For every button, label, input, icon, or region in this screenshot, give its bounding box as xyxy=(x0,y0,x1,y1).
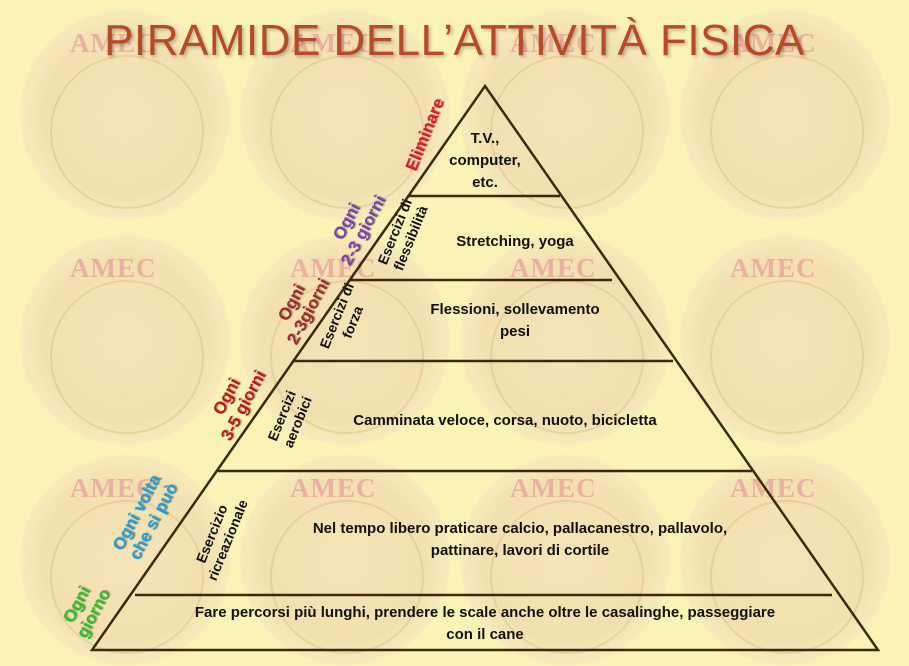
watermark-text: AMEC xyxy=(290,253,377,283)
watermark-tile: AMEC xyxy=(240,455,450,665)
watermark-text: AMEC xyxy=(290,28,377,58)
level-5-description: Fare percorsi più lunghi, prendere le sc… xyxy=(145,602,825,646)
vitruvian-figure-icon xyxy=(710,280,864,434)
vitruvian-figure-icon xyxy=(50,55,204,209)
watermark-tile: AMEC xyxy=(680,455,890,665)
level-0-line-3: etc. xyxy=(472,174,498,191)
level-2-description: Flessioni, sollevamento pesi xyxy=(400,299,630,343)
level-1-description: Stretching, yoga xyxy=(456,233,574,250)
vitruvian-figure-icon xyxy=(710,500,864,654)
watermark-tile: AMEC xyxy=(20,10,230,220)
pyramid-outline xyxy=(89,83,881,652)
watermark-text: AMEC xyxy=(730,253,817,283)
vitruvian-figure-icon xyxy=(50,280,204,434)
vitruvian-figure-icon xyxy=(270,55,424,209)
level-2-line-2: pesi xyxy=(499,323,530,340)
watermark-text: AMEC xyxy=(70,473,157,503)
watermark-tile: AMEC xyxy=(20,455,230,665)
level-4-line-2: pattinare, lavori di cortile xyxy=(430,542,610,559)
watermark-tile: AMEC xyxy=(680,235,890,445)
vitruvian-figure-icon xyxy=(490,55,644,209)
watermark-text: AMEC xyxy=(70,28,157,58)
watermark-tile: AMEC xyxy=(460,455,670,665)
watermark-text: AMEC xyxy=(70,253,157,283)
watermark-tile: AMEC xyxy=(680,10,890,220)
level-0-line-2: computer, xyxy=(449,152,521,169)
vitruvian-figure-icon xyxy=(710,55,864,209)
watermark-text: AMEC xyxy=(510,253,597,283)
watermark-text: AMEC xyxy=(510,473,597,503)
watermark-tile: AMEC xyxy=(460,235,670,445)
level-3-description: Camminata veloce, corsa, nuoto, biciclet… xyxy=(353,412,657,429)
vitruvian-figure-icon xyxy=(270,280,424,434)
vitruvian-figure-icon xyxy=(270,500,424,654)
watermark-tile: AMEC xyxy=(460,10,670,220)
vitruvian-figure-icon xyxy=(50,500,204,654)
watermark-tile: AMEC xyxy=(20,235,230,445)
level-2-line-1: Flessioni, sollevamento xyxy=(430,301,600,318)
level-4-line-1: Nel tempo libero praticare calcio, palla… xyxy=(312,520,728,537)
watermark-text: AMEC xyxy=(730,28,817,58)
vitruvian-figure-icon xyxy=(490,500,644,654)
level-0-line-1: T.V., xyxy=(470,130,500,147)
watermark-text: AMEC xyxy=(290,473,377,503)
level-5-line-2: con il cane xyxy=(446,626,524,643)
level-5-line-1: Fare percorsi più lunghi, prendere le sc… xyxy=(194,604,776,621)
level-0-description: T.V., computer, etc. xyxy=(430,128,540,194)
page-title: PIRAMIDE DELL’ATTIVITÀ FISICA xyxy=(104,16,805,65)
level-4-description: Nel tempo libero praticare calcio, palla… xyxy=(270,518,770,562)
watermark-text: AMEC xyxy=(510,28,597,58)
watermark-tile: AMEC xyxy=(240,235,450,445)
